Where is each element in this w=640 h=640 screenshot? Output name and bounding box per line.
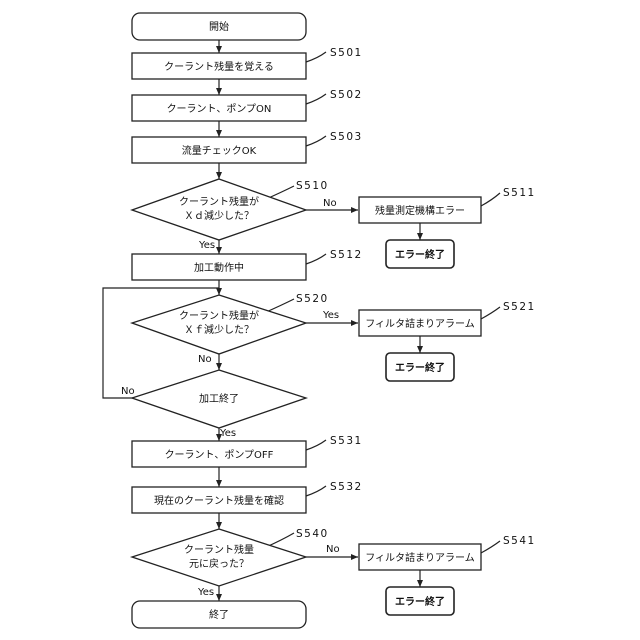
label-s520-no: No [198, 354, 212, 365]
step-s501: S501 [330, 47, 363, 59]
node-s502: クーラント、ポンプON [132, 95, 306, 121]
node-s541: フィルタ詰まりアラーム [359, 544, 481, 570]
decision-s520-line1: クーラント残量が [179, 309, 259, 322]
leader-s511 [481, 193, 500, 206]
node-s531-label: クーラント、ポンプOFF [165, 449, 274, 461]
node-s503-label: 流量チェックOK [182, 144, 257, 157]
step-s531: S531 [330, 435, 363, 447]
leader-s541 [481, 541, 500, 553]
decision-proc-end: 加工終了 [132, 370, 306, 428]
decision-s510-line1: クーラント残量が [179, 195, 259, 208]
node-s532: 現在のクーラント残量を確認 [132, 487, 306, 513]
step-s512: S512 [330, 249, 363, 261]
label-s520-yes: Yes [322, 310, 339, 321]
decision-s540-line2: 元に戻った？ [189, 557, 249, 570]
node-s511-label: 残量測定機構エラー [375, 204, 465, 217]
leader-s501 [306, 52, 326, 62]
node-err2: エラー終了 [386, 353, 454, 381]
step-s521: S521 [503, 301, 536, 313]
node-err3-label: エラー終了 [395, 595, 445, 608]
step-s520: S520 [296, 293, 329, 305]
label-s510-no: No [323, 198, 337, 209]
node-s502-label: クーラント、ポンプON [167, 103, 272, 115]
label-s510-yes: Yes [198, 240, 215, 251]
node-s512-label: 加工動作中 [194, 261, 244, 274]
node-s531: クーラント、ポンプOFF [132, 441, 306, 467]
node-s521: フィルタ詰まりアラーム [359, 310, 481, 336]
node-s541-label: フィルタ詰まりアラーム [365, 551, 475, 564]
node-err2-label: エラー終了 [395, 361, 445, 374]
node-err1: エラー終了 [386, 240, 454, 268]
leader-s521 [481, 307, 500, 319]
decision-s510: クーラント残量が Ｘｄ減少した？ [132, 179, 306, 240]
step-s510: S510 [296, 180, 329, 192]
leader-s502 [306, 94, 326, 104]
node-s503: 流量チェックOK [132, 137, 306, 163]
step-s511: S511 [503, 187, 536, 199]
label-proc-yes: Yes [219, 428, 236, 439]
decision-s510-line2: Ｘｄ減少した？ [184, 209, 254, 222]
label-s540-yes: Yes [197, 587, 214, 598]
step-s503: S503 [330, 131, 363, 143]
leader-s512 [306, 254, 326, 264]
leader-s531 [306, 440, 326, 450]
decision-proc-end-label: 加工終了 [199, 392, 239, 405]
node-s501-label: クーラント残量を覚える [164, 60, 274, 73]
label-proc-no: No [121, 386, 135, 397]
node-s512: 加工動作中 [132, 254, 306, 280]
node-s532-label: 現在のクーラント残量を確認 [154, 494, 284, 507]
node-start-label: 開始 [209, 20, 229, 33]
step-s532: S532 [330, 481, 363, 493]
step-s541: S541 [503, 535, 536, 547]
label-s540-no: No [326, 544, 340, 555]
node-s501: クーラント残量を覚える [132, 53, 306, 79]
node-err1-label: エラー終了 [395, 248, 445, 261]
step-s540: S540 [296, 528, 329, 540]
node-err3: エラー終了 [386, 587, 454, 615]
node-end: 終了 [132, 601, 306, 628]
node-s521-label: フィルタ詰まりアラーム [365, 317, 475, 330]
node-start: 開始 [132, 13, 306, 40]
decision-s520: クーラント残量が Ｘｆ減少した？ [132, 295, 306, 354]
leader-s532 [306, 486, 326, 496]
step-numbers: S501 S502 S503 S510 S511 S512 S520 S521 … [296, 47, 536, 547]
node-end-label: 終了 [209, 608, 229, 621]
node-s511: 残量測定機構エラー [359, 197, 481, 223]
decision-s540-line1: クーラント残量 [184, 543, 254, 556]
decision-s540: クーラント残量 元に戻った？ [132, 529, 306, 586]
decision-s520-line2: Ｘｆ減少した？ [184, 323, 254, 336]
leader-s503 [306, 136, 326, 146]
step-s502: S502 [330, 89, 363, 101]
